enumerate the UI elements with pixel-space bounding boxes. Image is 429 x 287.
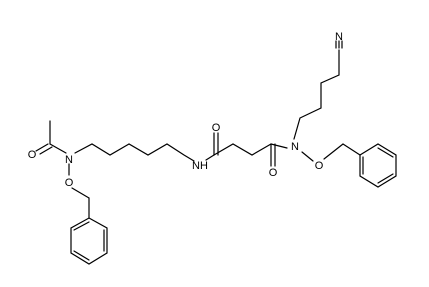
bond-carbonyl-n-right: [270, 143, 288, 149]
cyanobutyl-chain: [293, 49, 340, 140]
atom-n-left: N: [65, 154, 73, 166]
bond-carbonyl-oxygen-1: [35, 143, 49, 152]
atom-o-acetyl: O: [28, 149, 37, 161]
phenyl-right-double-2: [377, 173, 394, 184]
succinyl-chain: [213, 143, 272, 156]
atom-labels: O N O NH O O N O N: [28, 31, 343, 189]
phenyl-left-double-3: [73, 221, 90, 231]
phenyl-ring-left: [70, 217, 108, 265]
bond-carbonyl-nitrogen: [49, 143, 67, 154]
atom-o-lower-carbonyl: O: [269, 167, 278, 179]
bond-o-ch2-right: [323, 143, 344, 160]
phenyl-ring-right: [359, 143, 397, 188]
atom-o-ether-left: O: [65, 177, 74, 189]
atom-n-nitrile: N: [335, 31, 343, 43]
bond-carbonyl-oxygen-2: [39, 146, 53, 155]
bond-nh-carbonyl: [205, 154, 215, 161]
phenyl-left-double-2: [73, 250, 90, 261]
bond-o-ch2-left: [71, 187, 90, 199]
atom-n-right: N: [291, 141, 299, 153]
atom-o-upper-carbonyl: O: [212, 122, 221, 134]
bonds: [35, 40, 397, 265]
bond-n-o-right: [301, 151, 314, 162]
pentyl-chain: [74, 143, 195, 162]
bond-ch2-phenyl-right: [342, 143, 361, 156]
phenyl-right-double-1: [377, 147, 394, 158]
atom-o-ether-right: O: [315, 160, 324, 172]
atom-nh-amide: NH: [192, 160, 208, 172]
